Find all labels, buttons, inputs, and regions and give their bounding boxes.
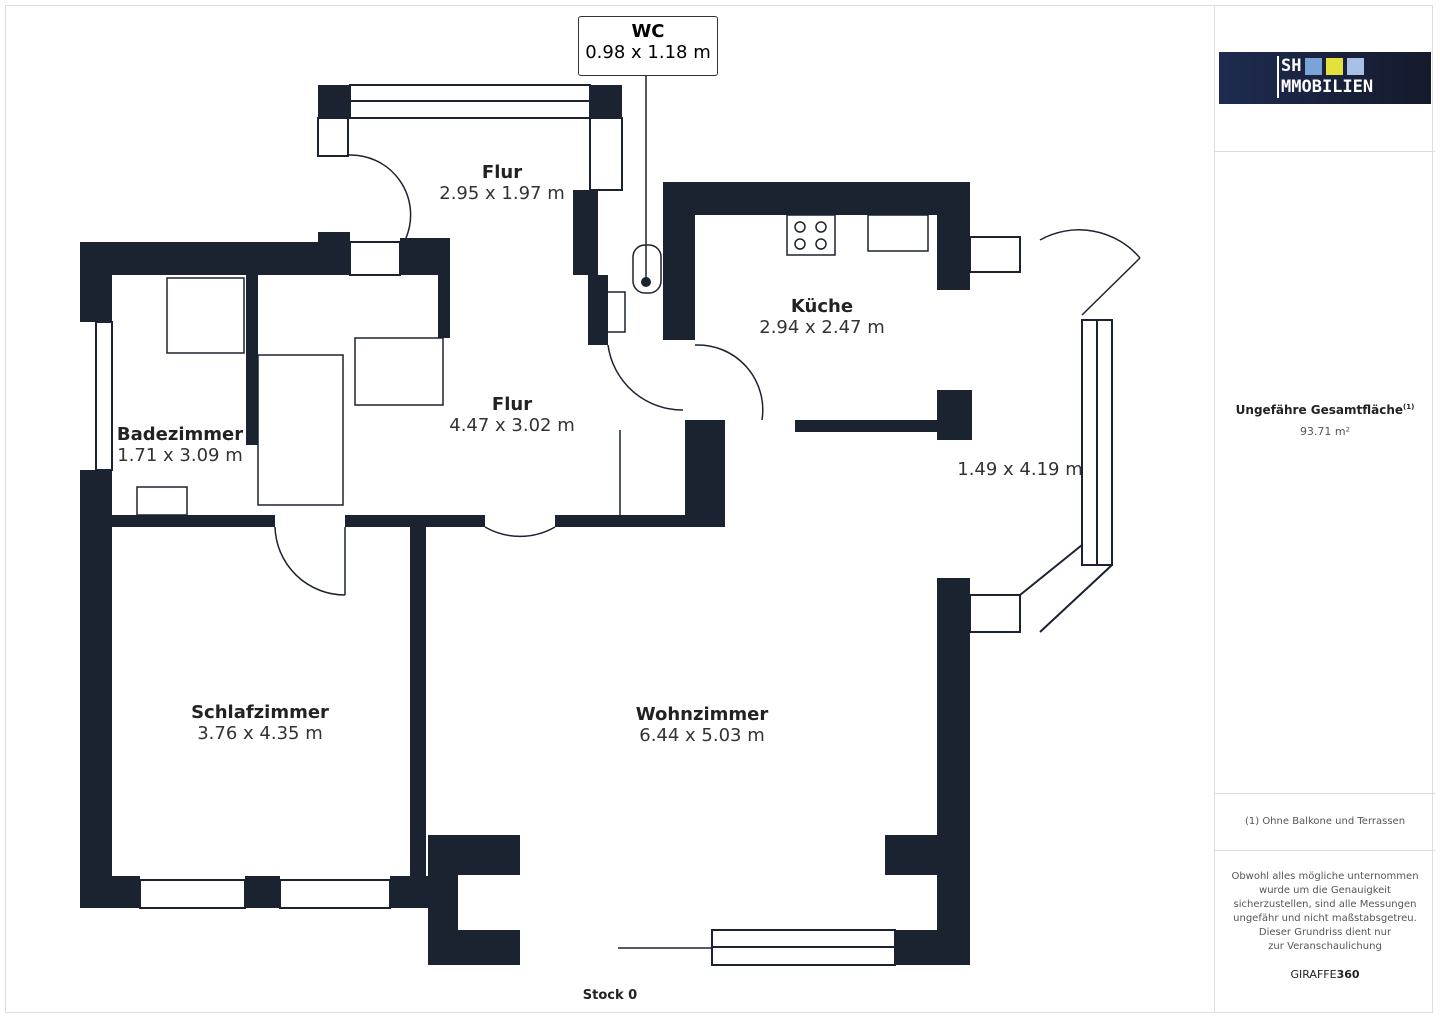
walls <box>80 85 1112 965</box>
disclaimer-line: Dieser Grundriss dient nur <box>1258 927 1392 938</box>
company-logo: SH MMOBILIEN <box>1219 52 1431 104</box>
area-section: Ungefähre Gesamtfläche(1) 93.71 m² <box>1215 151 1435 794</box>
wc-marker <box>641 277 651 287</box>
sidebar: SH MMOBILIEN Ungefähre Gesamtfläche(1) 9… <box>1214 5 1435 1013</box>
wc-label-box: WC 0.98 x 1.18 m <box>578 16 718 76</box>
disclaimer-line: zur Veranschaulichung <box>1268 941 1382 952</box>
disclaimer-line: ungefähr und nicht maßstabsgetreu. <box>1233 913 1417 924</box>
brand-part: GIRAFFE <box>1290 968 1337 981</box>
windows <box>95 84 1113 966</box>
logo-square-lightblue <box>1347 58 1365 75</box>
logo-line2: MMOBILIEN <box>1281 77 1374 97</box>
disclaimer-line: wurde um die Genauigkeit <box>1259 885 1391 896</box>
logo-text: SH MMOBILIEN <box>1277 56 1373 98</box>
floor-plan-drawing <box>80 70 1141 966</box>
area-title: Ungefähre Gesamtfläche(1) <box>1215 403 1435 417</box>
room-dimensions: 1.49 x 4.19 m <box>957 459 1083 480</box>
room-name: Badezimmer <box>116 424 244 445</box>
room-label-bay: 1.49 x 4.19 m <box>957 459 1083 480</box>
room-dimensions: 2.95 x 1.97 m <box>439 183 565 204</box>
disclaimer-line: sicherzustellen, sind alle Messungen <box>1233 899 1417 910</box>
room-name: Wohnzimmer <box>635 704 769 725</box>
room-name: WC <box>631 21 665 42</box>
disclaimer-line: Obwohl alles mögliche unternommen <box>1231 871 1419 882</box>
disclaimer: Obwohl alles mögliche unternommen wurde … <box>1215 870 1435 954</box>
room-name: Schlafzimmer <box>191 702 329 723</box>
logo-section: SH MMOBILIEN <box>1215 5 1435 152</box>
room-dimensions: 0.98 x 1.18 m <box>585 42 711 63</box>
area-value: 93.71 m² <box>1299 425 1351 438</box>
room-dimensions: 6.44 x 5.03 m <box>639 725 765 746</box>
room-dimensions: 1.71 x 3.09 m <box>117 445 243 466</box>
floor-label: Stock 0 <box>582 988 638 1003</box>
room-dimensions: 3.76 x 4.35 m <box>197 723 323 744</box>
giraffe360-brand: GIRAFFE360 <box>1215 968 1435 982</box>
footnote: (1) Ohne Balkone und Terrassen <box>1215 793 1435 851</box>
logo-square-yellow <box>1326 58 1344 75</box>
page-frame <box>5 5 1433 1013</box>
room-name: Flur <box>481 162 523 183</box>
area-title-text: Ungefähre Gesamtfläche <box>1235 403 1404 417</box>
room-dimensions: 4.47 x 3.02 m <box>449 415 575 436</box>
room-name: Küche <box>790 296 854 317</box>
area-footnote-ref: (1) <box>1403 403 1415 411</box>
disclaimer-section: Obwohl alles mögliche unternommen wurde … <box>1215 850 1435 1010</box>
room-name: Flur <box>491 394 533 415</box>
doors-and-fixtures <box>136 70 1141 949</box>
logo-square-blue <box>1305 58 1323 75</box>
logo-line1: SH <box>1281 56 1302 76</box>
room-dimensions: 2.94 x 2.47 m <box>759 317 885 338</box>
logo-row1: SH <box>1281 56 1373 77</box>
brand-part-bold: 360 <box>1336 968 1360 981</box>
